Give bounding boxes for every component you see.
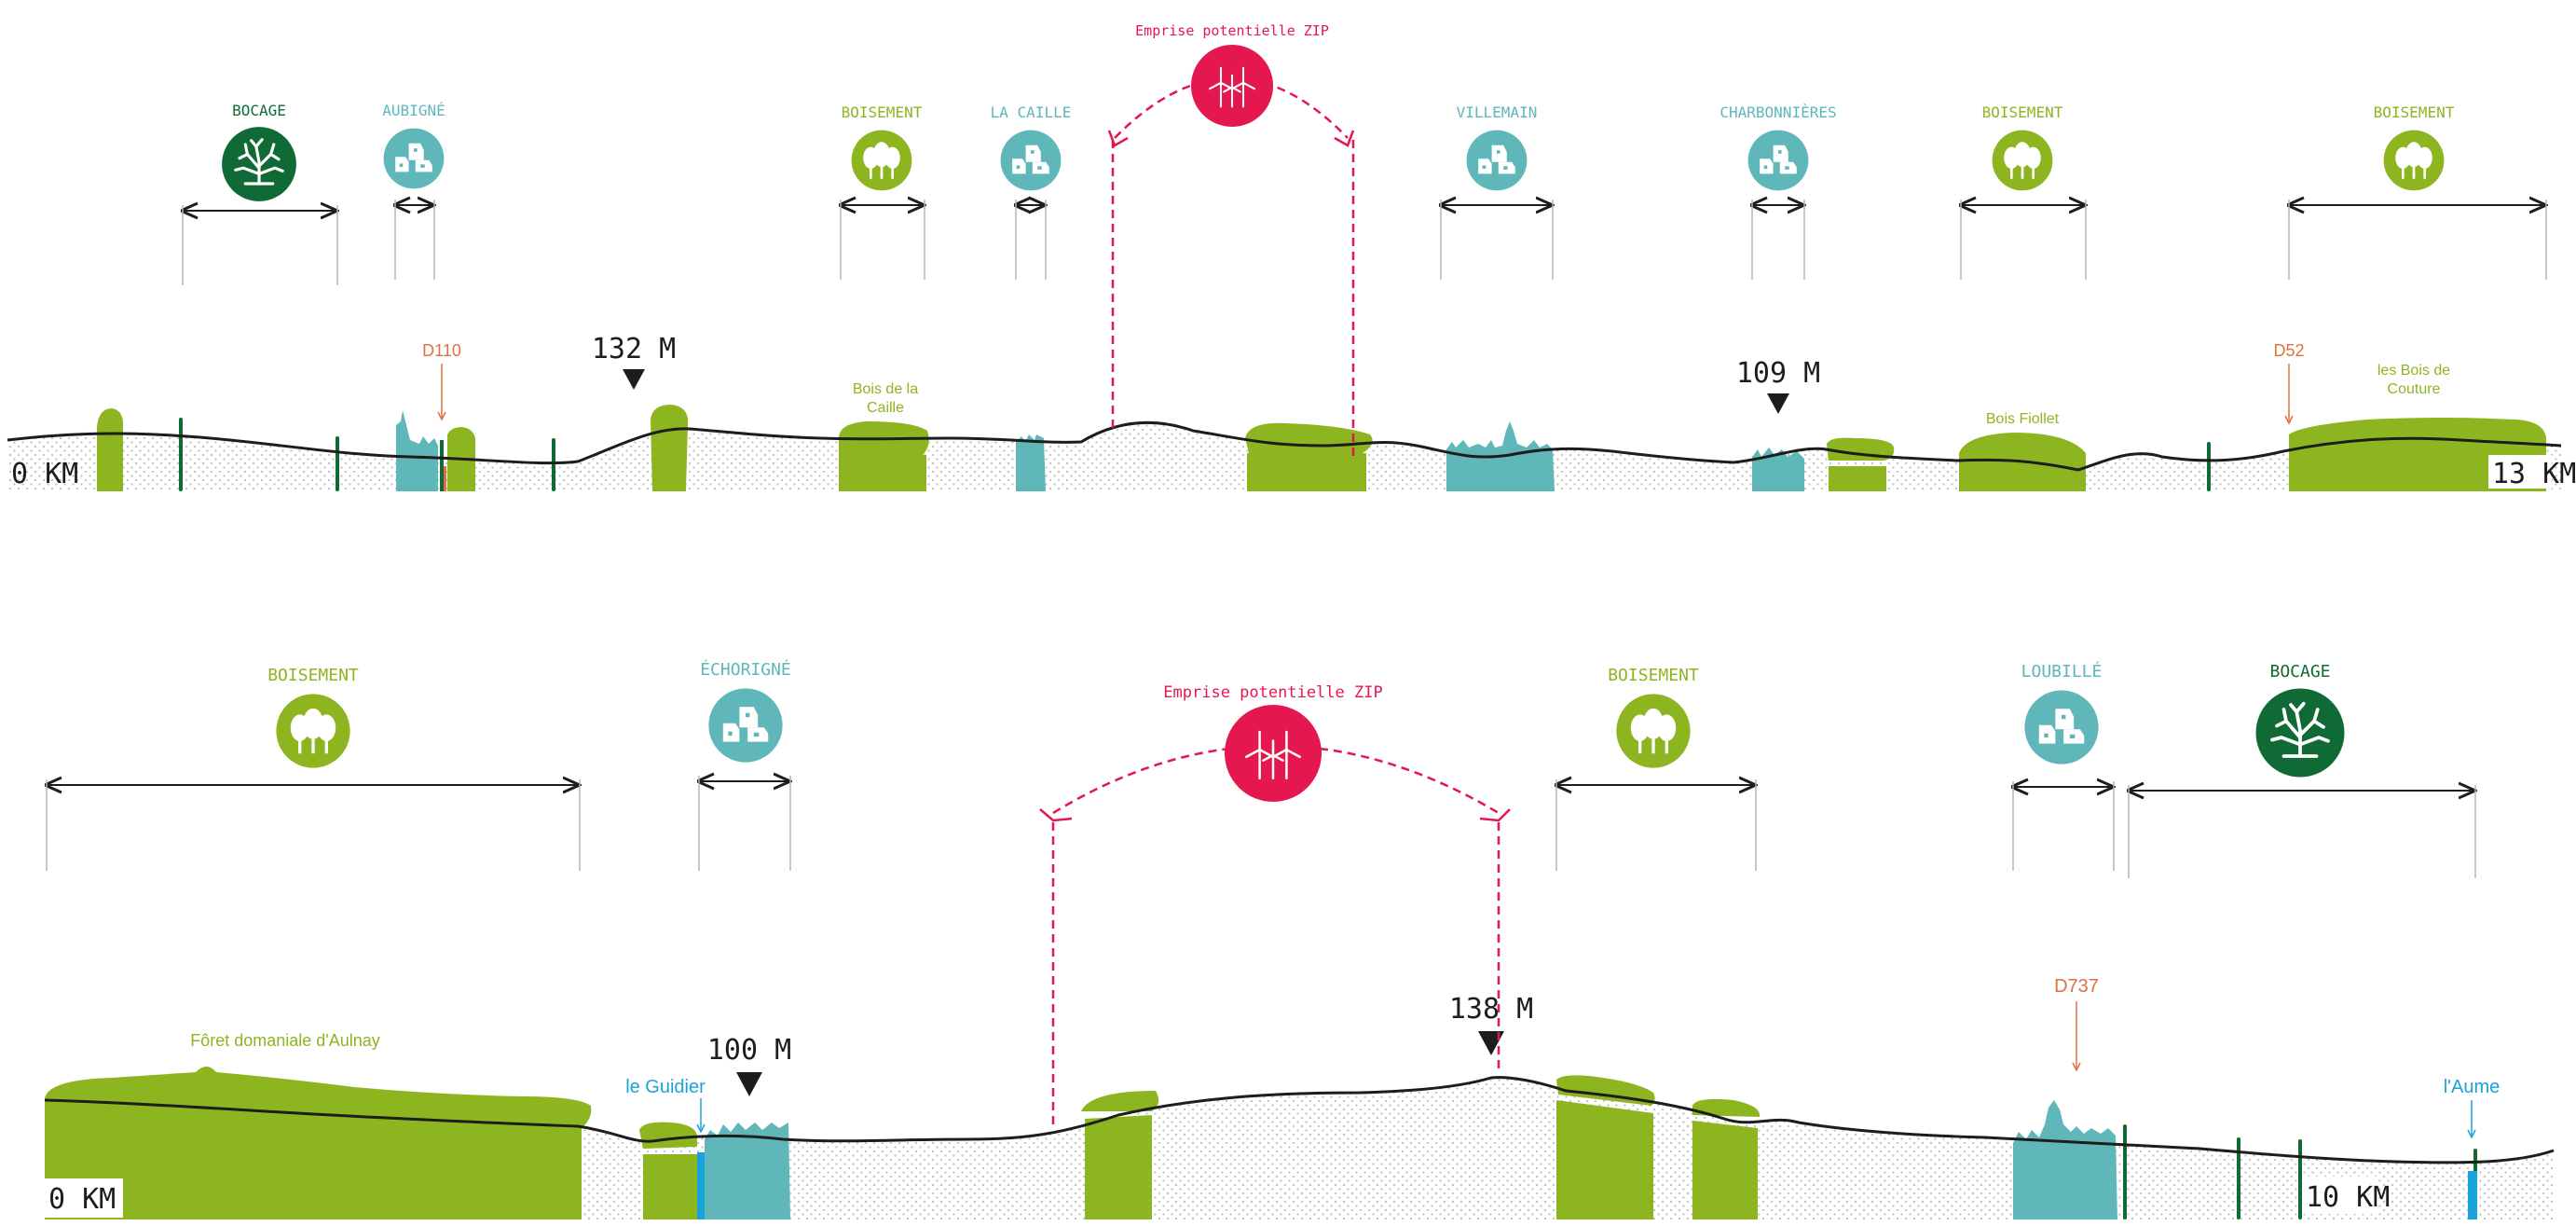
svg-text:l'Aume: l'Aume <box>2444 1077 2501 1097</box>
svg-text:D52: D52 <box>2273 341 2304 360</box>
svg-text:Emprise potentielle ZIP: Emprise potentielle ZIP <box>1163 683 1382 702</box>
village-icon <box>1466 130 1528 191</box>
road-d737: D737 <box>2054 976 2099 1072</box>
profile-1: 0 KM 13 KM D110 D52 132 M 109 M Bois de … <box>7 22 2576 491</box>
bocage-icon <box>2254 686 2347 779</box>
woodland-bois-couture <box>2289 418 2546 491</box>
woodland-bois-caille <box>839 421 929 491</box>
icon-label: BOISEMENT <box>842 103 923 121</box>
terrain-line-2 <box>44 1076 2555 1164</box>
altitude-marker-100: 100 M <box>707 1034 791 1096</box>
zip-zone-1: Emprise potentielle ZIP <box>1107 22 1355 461</box>
icon-label: ÉCHORIGNÉ <box>700 659 791 680</box>
icon-label: BOCAGE <box>2269 662 2330 682</box>
icon-label: BOCAGE <box>232 102 286 119</box>
svg-text:Emprise potentielle ZIP: Emprise potentielle ZIP <box>1135 22 1329 39</box>
svg-text:le Guidier: le Guidier <box>625 1077 706 1097</box>
river-aume-section <box>2468 1171 2477 1219</box>
road-d52: D52 <box>2273 341 2305 425</box>
river-label-le-guidier: le Guidier <box>625 1077 706 1134</box>
km-start-2: 0 KM <box>48 1183 116 1216</box>
woodland-icon <box>2383 130 2445 191</box>
icon-group-woodland: BOISEMENT <box>1556 666 1756 871</box>
terrain-line-1 <box>7 420 2562 472</box>
bocage-icon <box>220 125 298 203</box>
icon-group-village: LOUBILLÉ <box>2013 661 2114 871</box>
icon-group-village: VILLEMAIN <box>1441 103 1553 280</box>
icon-group-village: LA CAILLE <box>991 103 1072 280</box>
woodland-icon <box>1616 694 1691 768</box>
svg-text:D110: D110 <box>422 341 461 360</box>
woodland-boisement-2 <box>1556 1075 1761 1219</box>
woodland-icon <box>851 130 912 191</box>
village-echorigne-section <box>705 1123 790 1219</box>
label-foret-aulnay: Fôret domaniale d'Aulnay <box>190 1031 380 1050</box>
icon-label: LA CAILLE <box>991 103 1072 121</box>
label-bois-couture-2: Couture <box>2388 381 2441 397</box>
village-icon <box>708 688 783 763</box>
km-end-1: 13 KM <box>2492 458 2576 490</box>
svg-text:109 M: 109 M <box>1736 357 1820 390</box>
icon-group-woodland: BOISEMENT <box>1961 103 2086 280</box>
km-end-2: 10 KM <box>2306 1181 2390 1214</box>
road-d110: D110 <box>422 341 461 421</box>
label-bois-fiollet: Bois Fiollet <box>1986 411 2060 427</box>
label-bois-caille-2: Caille <box>867 400 904 416</box>
woodland-zip-1 <box>1245 422 1373 491</box>
icon-label: VILLEMAIN <box>1457 103 1538 121</box>
river-le-guidier-section <box>697 1152 705 1219</box>
river-label-aume: l'Aume <box>2444 1077 2501 1139</box>
trees-thin-1 <box>179 418 2211 491</box>
icon-group-bocage: BOCAGE <box>2129 662 2475 878</box>
svg-text:D737: D737 <box>2054 976 2099 997</box>
icon-label: AUBIGNÉ <box>382 102 445 119</box>
icon-group-village: AUBIGNÉ <box>382 102 445 280</box>
woodland-icon <box>276 694 350 768</box>
icon-label: BOISEMENT <box>267 666 359 685</box>
icon-label: CHARBONNIÈRES <box>1720 103 1836 121</box>
svg-text:100 M: 100 M <box>707 1034 791 1067</box>
km-start-1: 0 KM <box>11 458 78 490</box>
icon-group-bocage: BOCAGE <box>183 102 337 285</box>
icon-label: LOUBILLÉ <box>2021 661 2103 682</box>
label-bois-caille: Bois de la <box>853 381 918 397</box>
icons-profile-2: BOISEMENT ÉCHORIGNÉ BOISEMENT LOUBILLÉ BOCAG… <box>47 659 2475 878</box>
village-icon <box>383 128 445 189</box>
woodland-foret-aulnay <box>45 1067 592 1219</box>
altitude-marker-109: 109 M <box>1736 357 1820 414</box>
svg-text:138 M: 138 M <box>1449 993 1533 1026</box>
village-icon <box>2024 690 2099 765</box>
altitude-marker-132: 132 M <box>592 333 676 390</box>
woodland-zip-2 <box>1081 1091 1159 1219</box>
village-la-caille-section <box>1016 434 1046 491</box>
woodland-guidier <box>639 1122 697 1219</box>
icon-label: BOISEMENT <box>1608 666 1699 685</box>
icon-group-village: ÉCHORIGNÉ <box>699 659 791 871</box>
icon-group-woodland: BOISEMENT <box>2289 103 2546 280</box>
zip-zone-2: Emprise potentielle ZIP <box>1039 683 1511 1126</box>
village-icon <box>1000 130 1062 191</box>
icon-group-woodland: BOISEMENT <box>47 666 580 871</box>
altitude-marker-138: 138 M <box>1449 993 1533 1055</box>
woodland-icon <box>1992 130 2053 191</box>
svg-text:132 M: 132 M <box>592 333 676 365</box>
icon-label: BOISEMENT <box>1982 103 2063 121</box>
village-loubille-section <box>2013 1100 2117 1219</box>
village-icon <box>1747 130 1809 191</box>
label-bois-couture: les Bois de <box>2377 363 2450 379</box>
icon-group-village: CHARBONNIÈRES <box>1720 103 1837 280</box>
icons-profile-1: BOCAGE AUBIGNÉ BOISEMENT LA CAILLE VILLEMAIN… <box>183 102 2546 285</box>
icon-label: BOISEMENT <box>2374 103 2455 121</box>
icon-group-woodland: BOISEMENT <box>841 103 925 280</box>
profile-2: 0 KM 10 KM D737 le Guidier l'Aume 100 M … <box>44 683 2555 1219</box>
village-aubigne-section <box>396 410 446 491</box>
